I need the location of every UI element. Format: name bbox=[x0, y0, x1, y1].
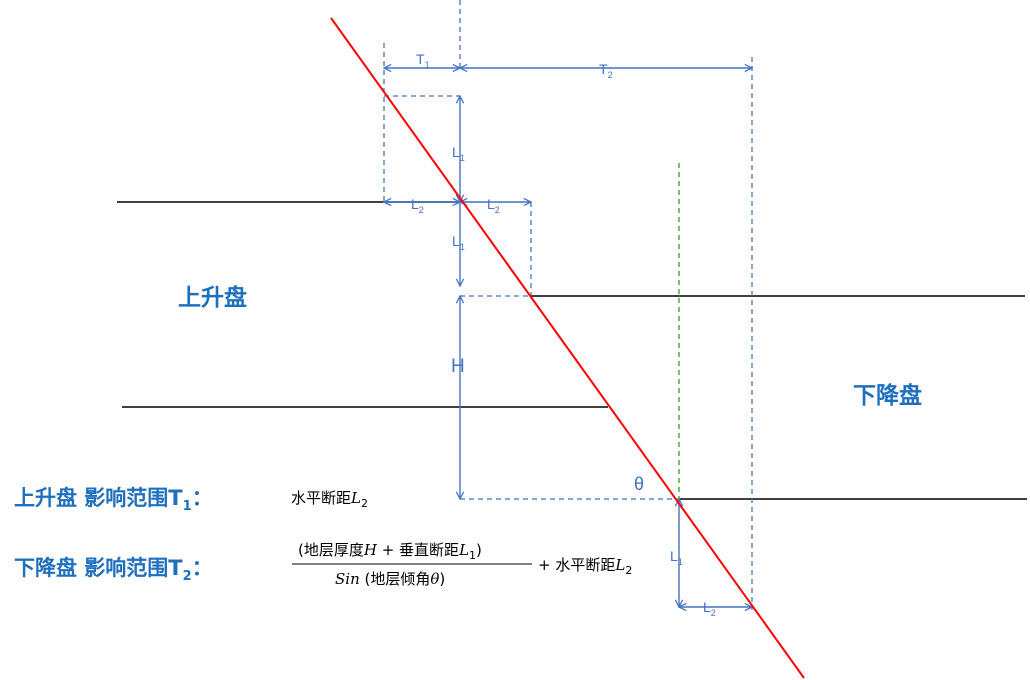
svg-text:水平断距L2: 水平断距L2 bbox=[291, 489, 368, 510]
L1-lower-label: L1 bbox=[670, 548, 683, 567]
theta-label: θ bbox=[634, 474, 644, 494]
L2-lower-label: L2 bbox=[703, 599, 716, 618]
fault-line bbox=[330, 17, 805, 679]
L2-left-label: L2 bbox=[411, 196, 424, 215]
T2-label: T2 bbox=[599, 61, 613, 80]
T1-label: T1 bbox=[416, 51, 430, 70]
formula-denominator: Sin (地层倾角θ) bbox=[335, 570, 445, 588]
formula-numerator: (地层厚度H + 垂直断距L1) bbox=[298, 541, 482, 562]
downthrown-block-label: 下降盘 bbox=[853, 382, 922, 409]
svg-text:上升盘 影响范围T1：: 上升盘 影响范围T1： bbox=[14, 486, 213, 514]
svg-text:下降盘 影响范围T2：: 下降盘 影响范围T2： bbox=[14, 556, 213, 584]
legend-row-downthrown: 下降盘 影响范围T2： (地层厚度H + 垂直断距L1) Sin (地层倾角θ)… bbox=[14, 541, 632, 588]
legend-row-upthrown: 上升盘 影响范围T1： 水平断距L2 bbox=[14, 486, 368, 514]
L1-mid-label: L1 bbox=[452, 233, 465, 252]
formula-tail: + 水平断距L2 bbox=[538, 556, 632, 577]
L2-right-label: L2 bbox=[487, 196, 500, 215]
H-label: H bbox=[451, 356, 465, 377]
dashed-guides bbox=[383, 0, 753, 610]
upthrown-block-label: 上升盘 bbox=[178, 284, 247, 311]
dimension-arrows bbox=[384, 68, 752, 607]
L1-upper-label: L1 bbox=[452, 144, 465, 163]
